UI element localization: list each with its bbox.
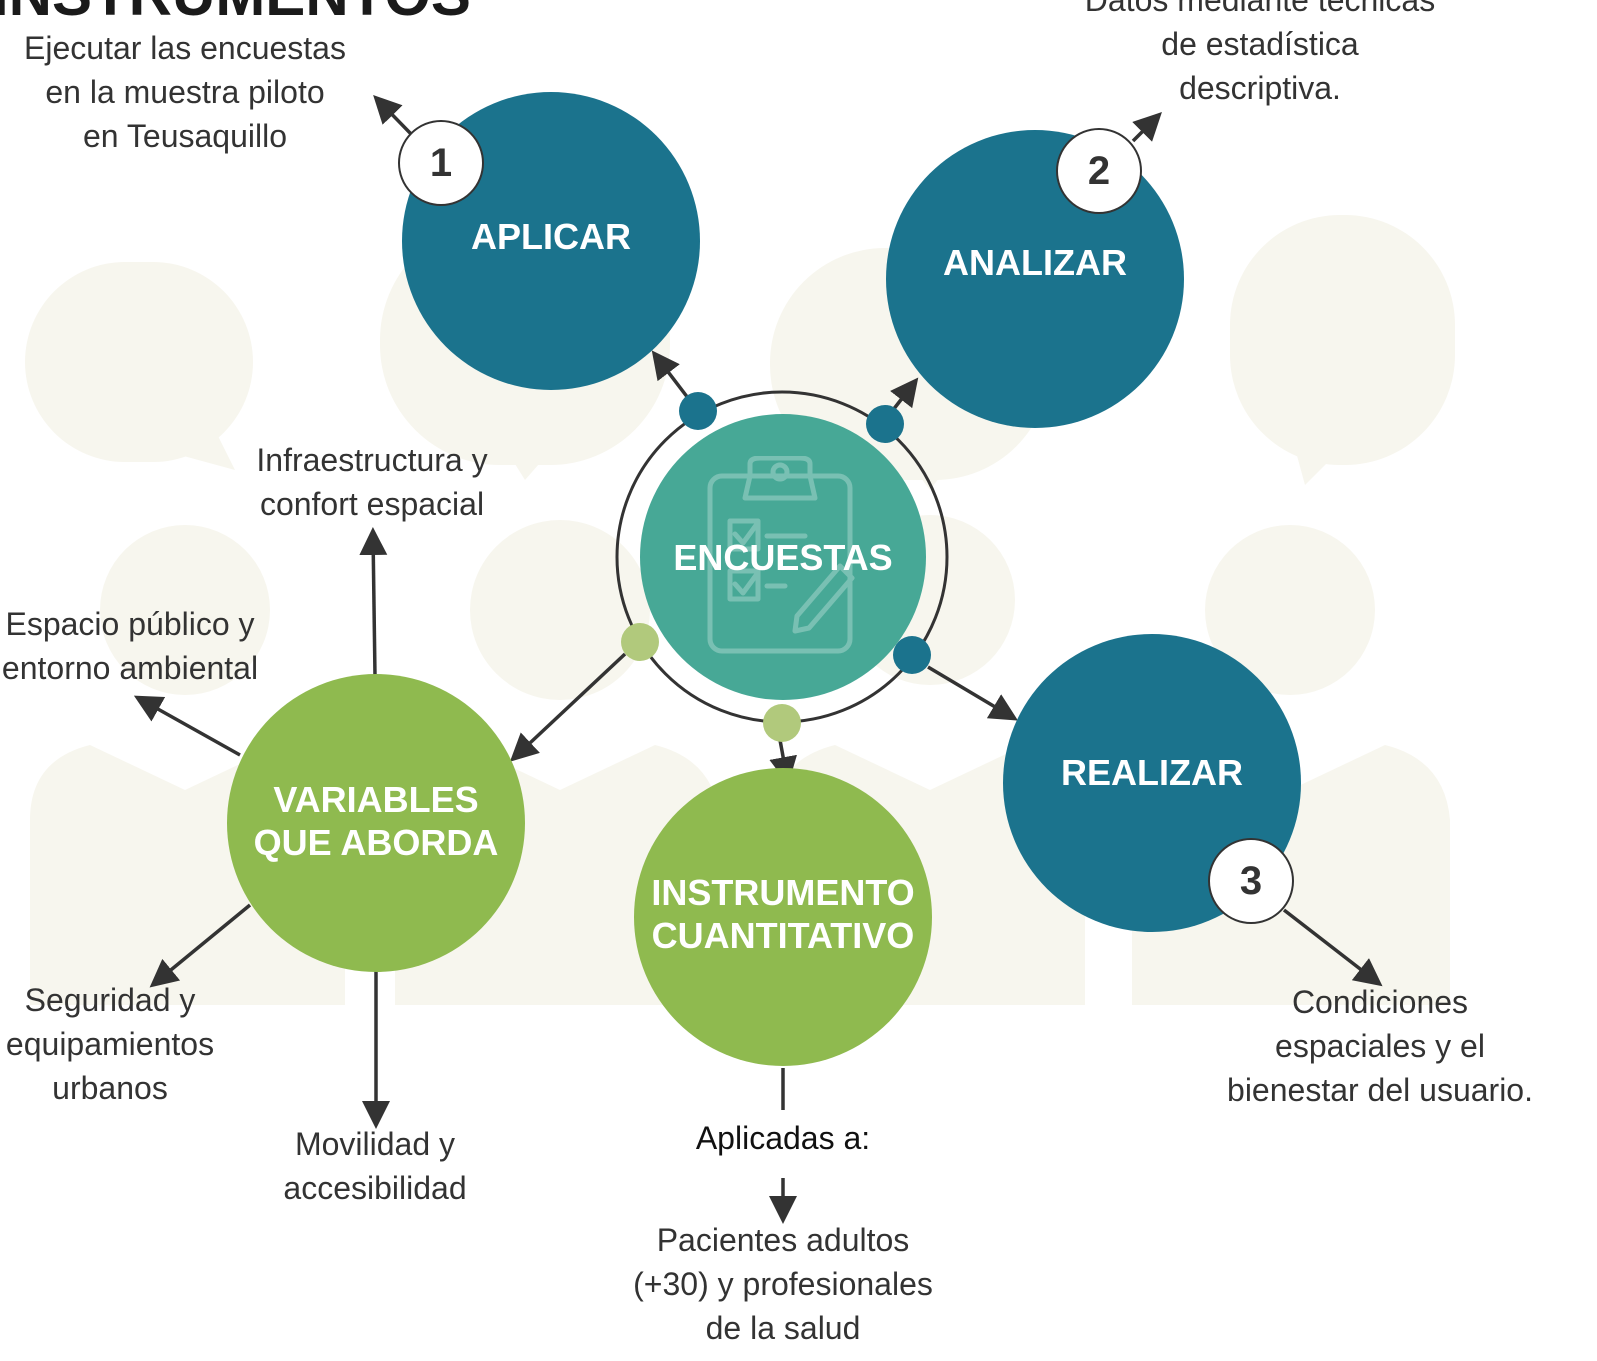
variables-label-line2: QUE ABORDA: [253, 822, 499, 863]
instrumento-label-line1: INSTRUMENTO: [651, 872, 915, 913]
note-line: de la salud: [705, 1310, 861, 1346]
variables-node: VARIABLES QUE ABORDA: [227, 674, 525, 972]
variables-label-line1: VARIABLES: [273, 779, 479, 820]
note-line: urbanos: [52, 1070, 168, 1106]
connector-dot: [763, 704, 801, 742]
aplicadas-a-note: Aplicadas a:: [695, 1120, 871, 1156]
seguridad-note: Seguridad y equipamientos urbanos: [0, 978, 240, 1110]
note-line: de estadística: [1161, 26, 1359, 62]
note-line: bienestar del usuario.: [1227, 1072, 1533, 1108]
clipboard-check-icon: [707, 456, 855, 654]
encuestas-label: ENCUESTAS: [673, 536, 893, 578]
note-line: en la muestra piloto: [45, 74, 325, 110]
realizar-note: Condiciones espaciales y el bienestar de…: [1200, 980, 1560, 1112]
note-line: Pacientes adultos: [656, 1222, 910, 1258]
note-line: confort espacial: [259, 486, 485, 522]
page-title: INSTRUMENTOS: [0, 0, 471, 29]
note-line: Infraestructura y: [256, 442, 488, 478]
note-line: accesibilidad: [283, 1170, 467, 1206]
connector-dot: [866, 405, 904, 443]
step-1-badge: 1: [398, 120, 484, 206]
connector-dot: [893, 636, 931, 674]
note-line: entorno ambiental: [1, 650, 259, 686]
step-2-badge: 2: [1056, 128, 1142, 214]
note-line: Ejecutar las encuestas: [24, 30, 346, 66]
note-line: Datos mediante técnicas: [1084, 0, 1436, 18]
aplicar-note: Ejecutar las encuestas en la muestra pil…: [0, 26, 390, 158]
note-line: descriptiva.: [1179, 70, 1341, 106]
note-line: Espacio público y: [5, 606, 255, 642]
analizar-label: ANALIZAR: [943, 241, 1127, 283]
realizar-label: REALIZAR: [1061, 751, 1243, 793]
note-line: Seguridad y: [24, 982, 196, 1018]
aplicar-label: APLICAR: [471, 215, 631, 257]
analizar-note: Datos mediante técnicas de estadística d…: [1040, 0, 1480, 110]
note-line: Condiciones: [1291, 984, 1469, 1020]
note-line: en Teusaquillo: [82, 118, 287, 154]
note-line: (+30) y profesionales: [633, 1266, 933, 1302]
pacientes-note: Pacientes adultos (+30) y profesionales …: [593, 1218, 973, 1350]
encuestas-center-node: ENCUESTAS: [640, 414, 926, 700]
connector-dot: [621, 623, 659, 661]
espacio-publico-note: Espacio público y entorno ambiental: [0, 602, 300, 690]
note-line: espaciales y el: [1275, 1028, 1485, 1064]
instrumento-node: INSTRUMENTO CUANTITATIVO: [634, 768, 932, 1066]
movilidad-note: Movilidad y accesibilidad: [255, 1122, 495, 1210]
instrumento-label-line2: CUANTITATIVO: [651, 915, 915, 956]
note-line: equipamientos: [5, 1026, 215, 1062]
connector-dot: [679, 392, 717, 430]
infraestructura-note: Infraestructura y confort espacial: [222, 438, 522, 526]
step-3-badge: 3: [1208, 838, 1294, 924]
note-line: Movilidad y: [294, 1126, 456, 1162]
